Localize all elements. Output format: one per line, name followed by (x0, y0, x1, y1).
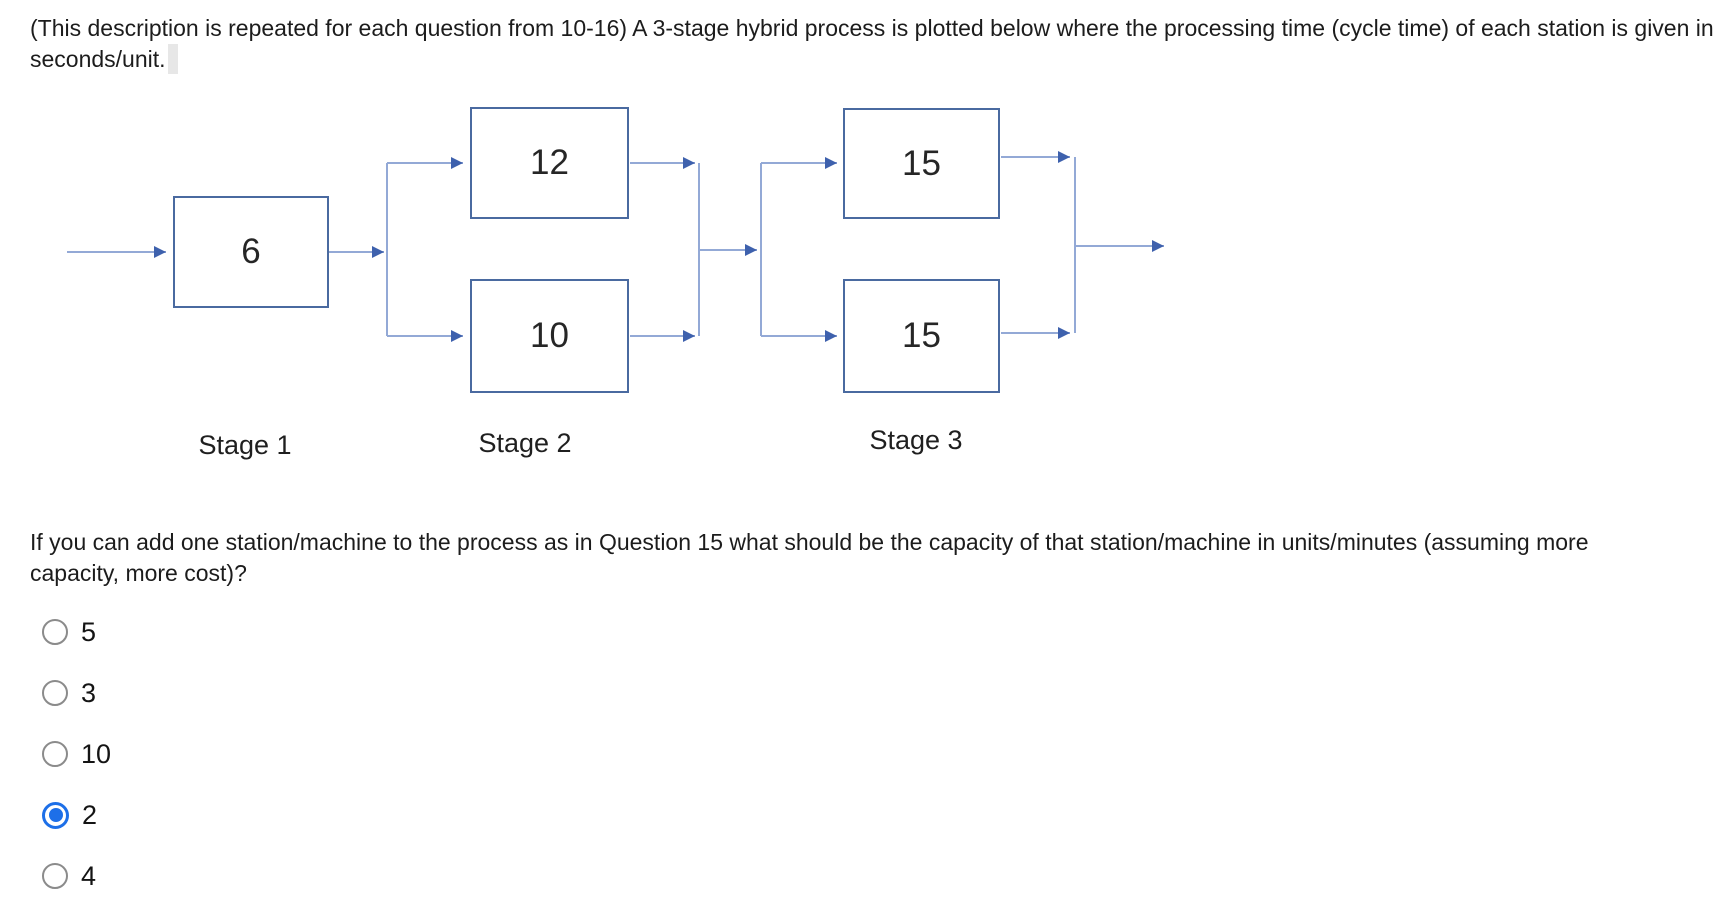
station-stage3-top-value: 15 (902, 143, 941, 183)
flow-connectors (67, 151, 1164, 342)
answer-options: 5 3 10 2 4 (42, 612, 111, 906)
station-stage1-value: 6 (241, 232, 261, 271)
radio-button-icon[interactable] (42, 619, 68, 645)
radio-option-3[interactable]: 3 (42, 673, 111, 713)
station-stage3-bottom-value: 15 (902, 316, 941, 355)
radio-option-2[interactable]: 2 (42, 795, 111, 835)
radio-label[interactable]: 3 (81, 677, 97, 708)
description-text: (This description is repeated for each q… (30, 13, 1722, 75)
station-box-stage2-bottom: 10 (470, 279, 629, 393)
station-box-stage3-top: 15 (843, 108, 1000, 219)
radio-button-icon[interactable] (42, 801, 69, 829)
radio-option-4[interactable]: 4 (42, 856, 111, 896)
station-stage2-bottom-value: 10 (530, 316, 569, 355)
text-cursor-artifact (167, 44, 178, 74)
stage2-label: Stage 2 (478, 428, 572, 458)
description-text-content: (This description is repeated for each q… (30, 15, 1714, 72)
radio-button-icon[interactable] (42, 680, 68, 706)
radio-dot (48, 869, 62, 883)
radio-dot (48, 625, 62, 639)
radio-label[interactable]: 2 (82, 799, 98, 830)
radio-label[interactable]: 4 (81, 860, 97, 891)
radio-dot (48, 808, 63, 822)
station-box-stage2-top: 12 (470, 107, 629, 219)
radio-dot (48, 747, 62, 761)
question-text: If you can add one station/machine to th… (30, 529, 1589, 586)
station-box-stage3-bottom: 15 (843, 279, 1000, 393)
radio-label[interactable]: 10 (81, 738, 112, 769)
radio-option-5[interactable]: 5 (42, 612, 111, 652)
radio-dot (48, 686, 62, 700)
station-stage2-top-value: 12 (530, 143, 569, 182)
process-diagram: 6 12 10 15 15 Stage 1 Stage 2 Stage 3 (0, 0, 1220, 480)
stage1-label: Stage 1 (198, 430, 292, 460)
radio-button-icon[interactable] (42, 741, 68, 767)
radio-button-icon[interactable] (42, 863, 68, 889)
radio-label[interactable]: 5 (81, 616, 97, 647)
station-box-stage1: 6 (173, 196, 329, 308)
radio-option-10[interactable]: 10 (42, 734, 111, 774)
stage3-label: Stage 3 (869, 425, 963, 455)
